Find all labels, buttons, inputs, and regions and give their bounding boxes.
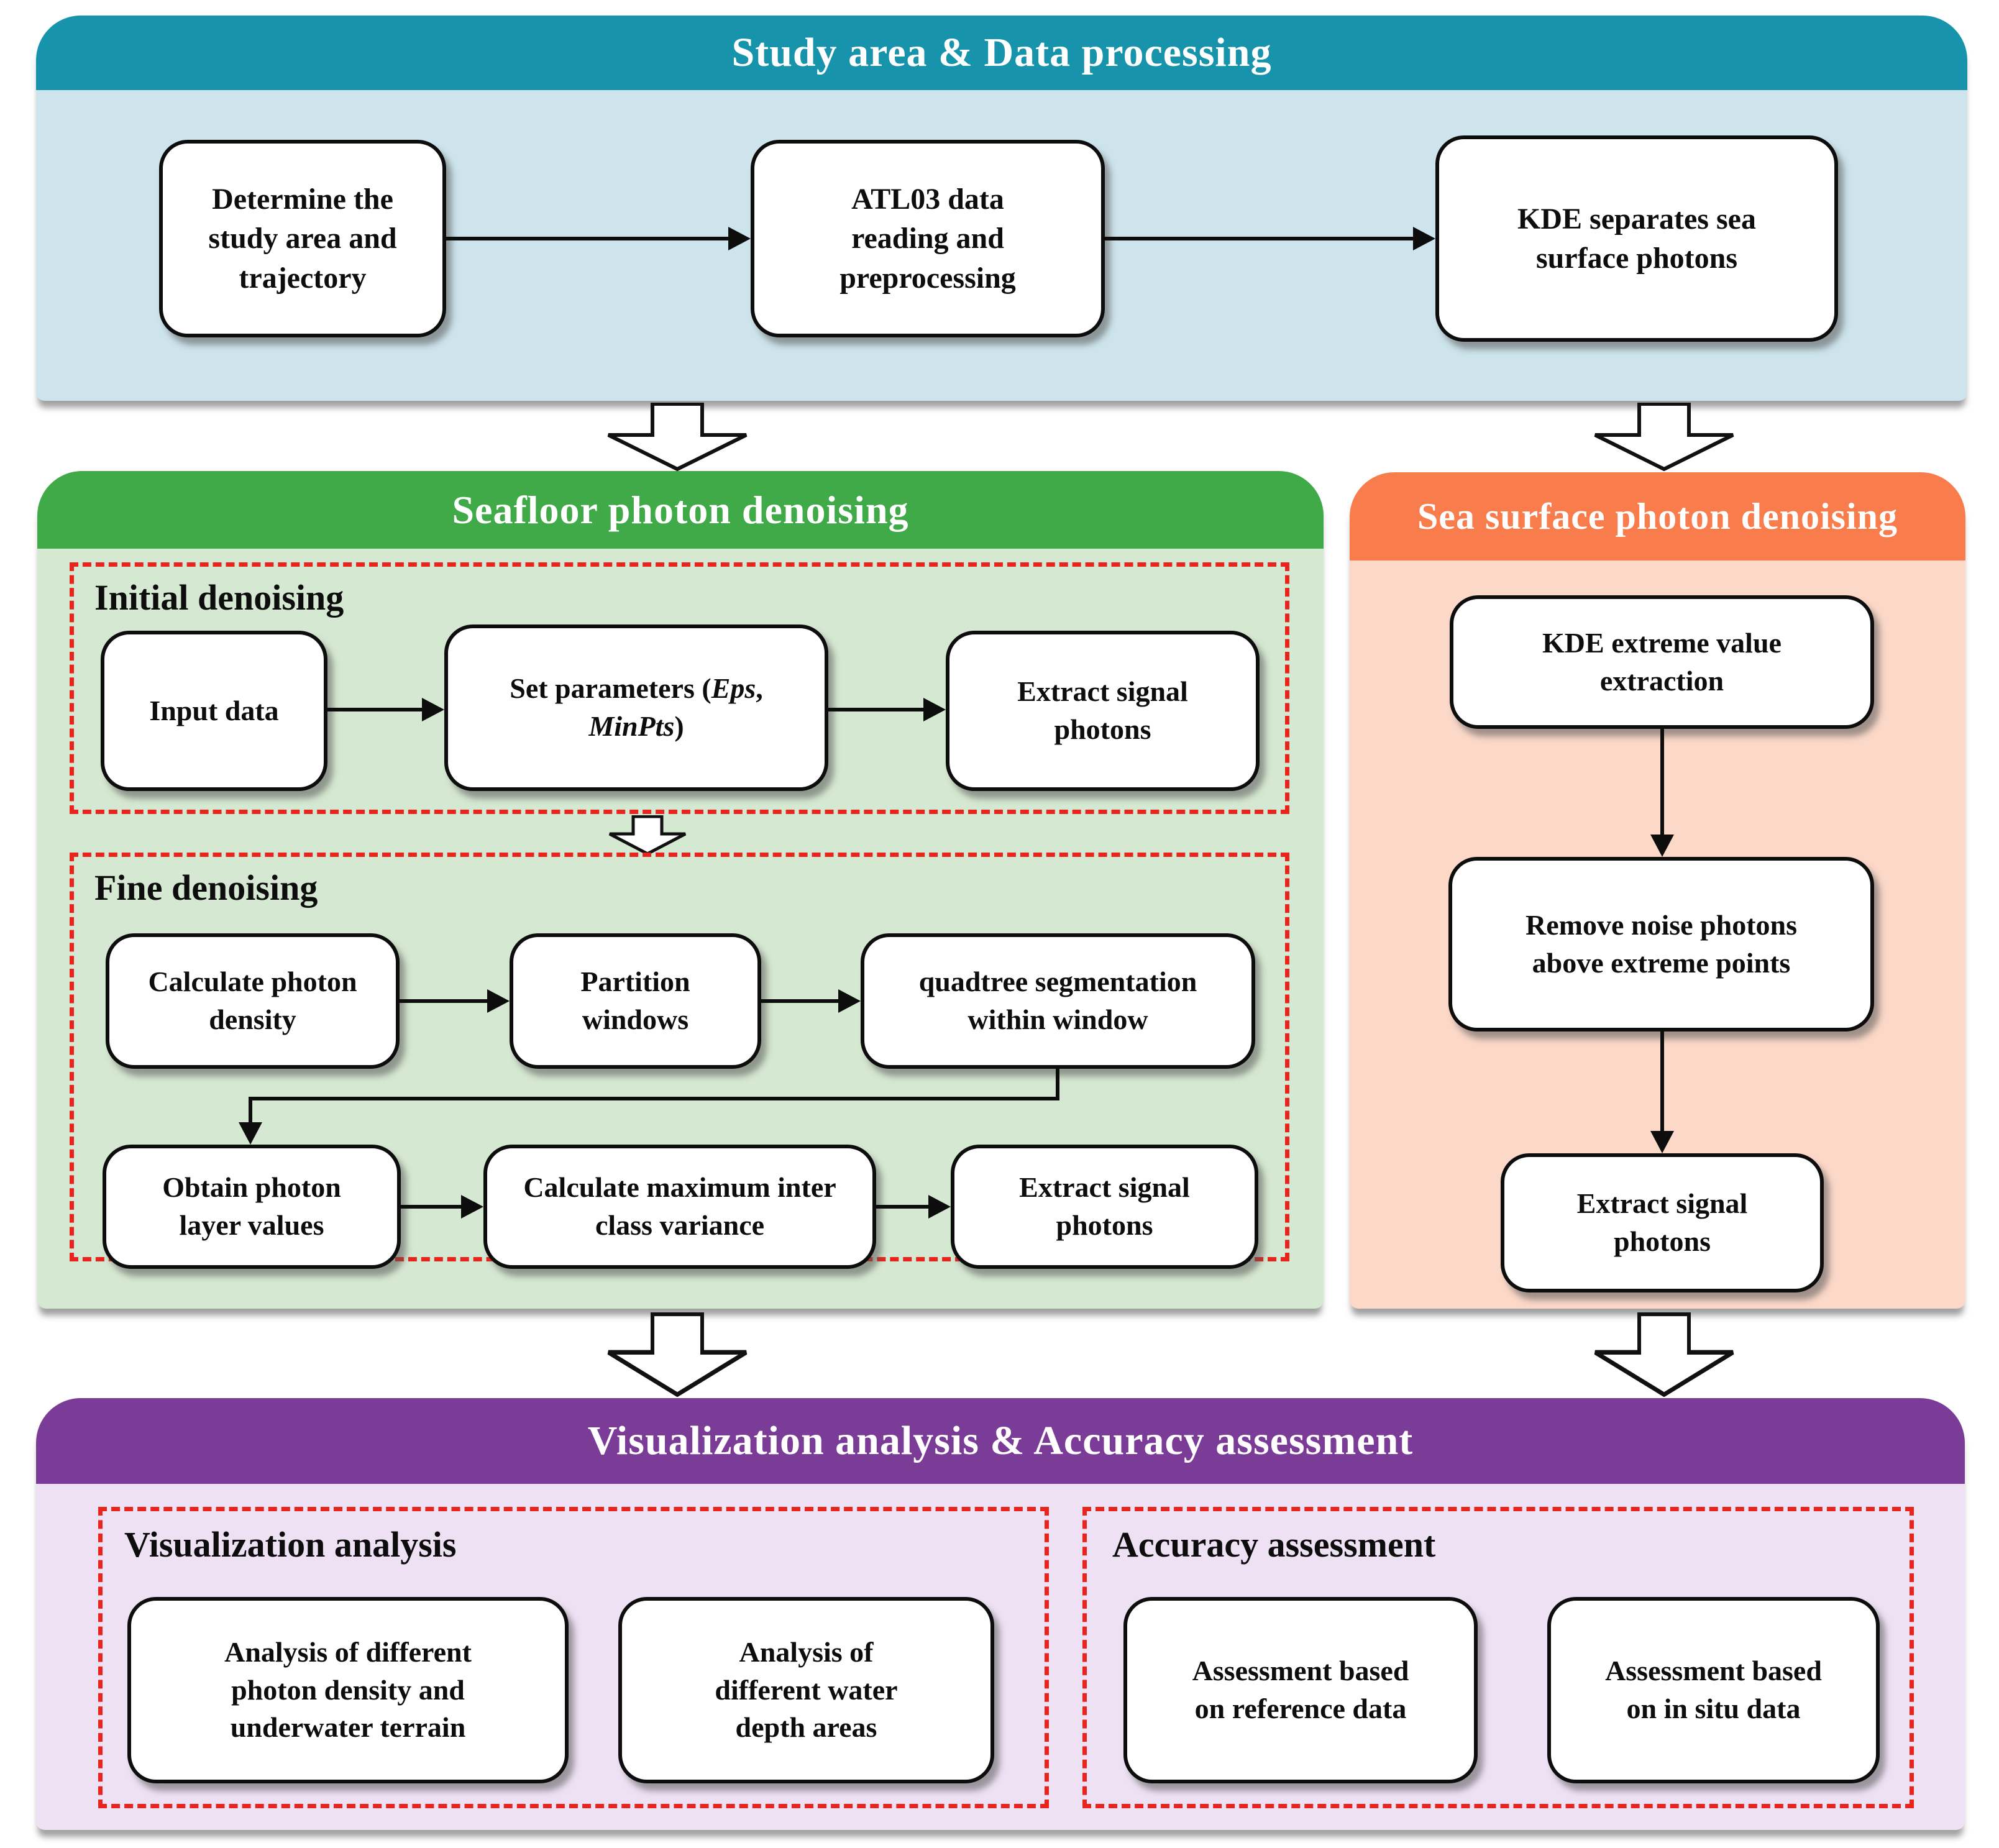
arrow-head-remove-to-extract [1650,1131,1674,1153]
set-parameters-minpts: MinPts [588,710,675,742]
arrow-line-input-to-setparams [327,708,423,711]
box-extract-signal-photons-initial-label: Extract signal photons [1017,675,1188,745]
arrow-head-density-to-partition [487,989,510,1013]
arrow-head-input-to-setparams [422,698,444,721]
box-assessment-insitu-data-label: Assessment based on in situ data [1605,1655,1822,1724]
section-assessment-header: Visualization analysis & Accuracy assess… [36,1398,1965,1484]
arrow-line-atl03-to-kde [1105,237,1414,240]
box-assessment-reference-data: Assessment based on reference data [1123,1597,1478,1783]
box-kde-separates-label: KDE separates sea surface photons [1517,202,1756,275]
arrow-line-obtain-to-variance [401,1205,462,1209]
box-analysis-photon-density-terrain-label: Analysis of different photon density and… [224,1635,472,1744]
box-partition-windows: Partition windows [510,933,761,1069]
box-kde-extreme-value-label: KDE extreme value extraction [1542,626,1782,697]
box-extract-signal-photons-seasurface: Extract signal photons [1501,1153,1824,1292]
arrow-line-partition-to-quadtree [761,999,839,1003]
arrow-line-setparams-to-extract [828,708,925,711]
arrow-head-partition-to-quadtree [838,989,861,1013]
arrow-head-kde-to-remove [1650,835,1674,857]
group-visualization-analysis-title: Visualization analysis [124,1524,457,1565]
set-parameters-prefix: Set parameters ( [510,672,711,705]
box-analysis-photon-density-terrain: Analysis of different photon density and… [127,1597,569,1783]
arrow-line-determine-to-atl03 [446,237,730,240]
box-assessment-reference-data-label: Assessment based on reference data [1192,1655,1409,1724]
connector-quadtree-drop [249,1097,252,1123]
set-parameters-suffix: ) [674,710,684,742]
section-seafloor-denoising-header: Seafloor photon denoising [37,471,1324,549]
box-remove-noise-photons: Remove noise photons above extreme point… [1448,857,1874,1031]
section-seasurface-denoising-header: Sea surface photon denoising [1350,472,1965,560]
arrow-head-determine-to-atl03 [728,227,751,250]
set-parameters-eps: Eps [711,672,756,705]
arrow-head-obtain-to-variance [461,1195,483,1219]
box-calculate-photon-density-label: Calculate photon density [148,966,357,1035]
arrow-line-kde-to-remove [1660,729,1664,836]
group-accuracy-assessment [1082,1507,1914,1808]
box-determine-study-area-label: Determine the study area and trajectory [208,182,397,295]
box-atl03-preprocessing: ATL03 data reading and preprocessing [751,140,1105,337]
section-study-area-header: Study area & Data processing [36,16,1967,90]
arrow-line-density-to-partition [400,999,488,1003]
block-arrow-seafloor-to-assessment [607,1312,748,1397]
box-determine-study-area: Determine the study area and trajectory [159,140,446,337]
section-assessment-title: Visualization analysis & Accuracy assess… [587,1418,1414,1463]
connector-quadtree-horizontal [249,1097,1059,1100]
section-seasurface-denoising-title: Sea surface photon denoising [1417,495,1898,537]
box-analysis-water-depth: Analysis of different water depth areas [618,1597,994,1783]
arrow-line-remove-to-extract [1660,1031,1664,1132]
box-analysis-water-depth-label: Analysis of different water depth areas [715,1635,898,1744]
box-assessment-insitu-data: Assessment based on in situ data [1547,1597,1880,1783]
box-atl03-preprocessing-label: ATL03 data reading and preprocessing [839,182,1016,295]
box-partition-windows-label: Partition windows [580,966,690,1035]
box-quadtree-segmentation-label: quadtree segmentation within window [918,966,1197,1035]
box-set-parameters-label: Set parameters (Eps, MinPts) [481,670,792,745]
box-max-interclass-variance-label: Calculate maximum inter class variance [523,1171,836,1241]
section-seafloor-denoising-title: Seafloor photon denoising [452,487,909,532]
box-extract-signal-photons-seasurface-label: Extract signal photons [1576,1187,1748,1257]
box-set-parameters: Set parameters (Eps, MinPts) [444,624,828,791]
box-extract-signal-photons-fine-label: Extract signal photons [1019,1171,1190,1241]
group-initial-denoising-title: Initial denoising [94,577,344,618]
block-arrow-study-to-seasurface [1594,403,1734,471]
group-visualization-analysis [98,1507,1049,1808]
block-arrow-initial-to-fine [608,815,687,855]
group-initial-denoising [70,562,1289,814]
box-max-interclass-variance: Calculate maximum inter class variance [483,1145,876,1269]
box-obtain-photon-layer-label: Obtain photon layer values [162,1171,341,1241]
box-calculate-photon-density: Calculate photon density [106,933,400,1069]
arrow-line-variance-to-extract [876,1205,930,1209]
box-obtain-photon-layer: Obtain photon layer values [103,1145,401,1269]
box-quadtree-segmentation: quadtree segmentation within window [861,933,1255,1069]
box-extract-signal-photons-initial: Extract signal photons [946,631,1260,791]
box-remove-noise-photons-label: Remove noise photons above extreme point… [1525,908,1798,979]
arrow-head-setparams-to-extract [923,698,946,721]
box-kde-separates: KDE separates sea surface photons [1435,135,1838,342]
arrow-head-atl03-to-kde [1413,227,1435,250]
box-input-data-label: Input data [149,694,279,726]
box-extract-signal-photons-fine: Extract signal photons [951,1145,1258,1269]
box-input-data: Input data [101,631,327,791]
group-fine-denoising-title: Fine denoising [94,867,318,908]
connector-quadtree-down [1056,1069,1059,1099]
arrow-head-variance-to-extract [928,1195,951,1219]
block-arrow-seasurface-to-assessment [1594,1312,1734,1397]
group-accuracy-assessment-title: Accuracy assessment [1112,1524,1436,1565]
arrow-head-quadtree-to-obtain [239,1122,262,1145]
section-study-area-title: Study area & Data processing [731,30,1272,75]
block-arrow-study-to-seafloor [607,403,748,471]
box-kde-extreme-value: KDE extreme value extraction [1450,595,1874,729]
set-parameters-comma: , [756,672,763,705]
